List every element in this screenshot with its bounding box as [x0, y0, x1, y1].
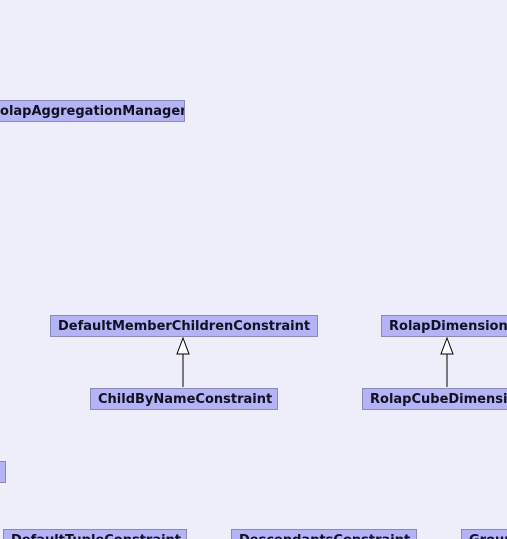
class-node-group[interactable]: Group — [461, 529, 507, 539]
class-node-default-tuple-constraint[interactable]: DefaultTupleConstraint — [3, 529, 187, 539]
class-node-rolap-cube-dimension[interactable]: RolapCubeDimension — [362, 388, 507, 410]
class-node-default-member-children-constraint[interactable]: DefaultMemberChildrenConstraint — [50, 315, 318, 337]
inheritance-arrowhead-icon — [176, 336, 190, 355]
class-node-descendants-constraint[interactable]: DescendantsConstraint — [231, 529, 417, 539]
class-node-left-edge[interactable] — [0, 461, 6, 483]
inheritance-arrowhead-icon — [440, 336, 454, 355]
class-node-rolap-dimension[interactable]: RolapDimension — [381, 315, 507, 337]
class-node-rolap-aggregation-manager[interactable]: RolapAggregationManager — [0, 100, 185, 122]
class-node-child-by-name-constraint[interactable]: ChildByNameConstraint — [90, 388, 278, 410]
